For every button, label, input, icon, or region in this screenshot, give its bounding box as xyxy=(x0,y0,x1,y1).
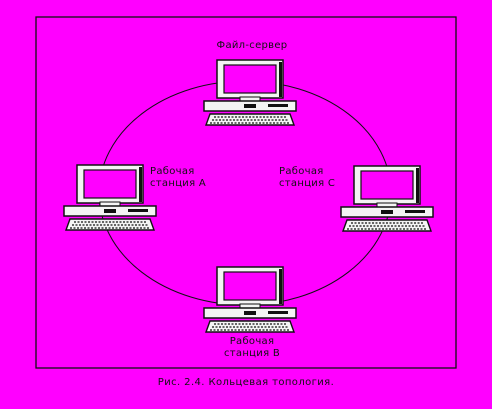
station-c-label-line2: станция С xyxy=(279,178,336,189)
server-label: Файл-сервер xyxy=(200,40,304,52)
station-b-label-line1: Рабочая xyxy=(229,336,275,347)
station-a-label-line1: Рабочая xyxy=(150,166,195,177)
computer-icon-server xyxy=(203,59,297,126)
computer-icon-station-a xyxy=(63,164,157,231)
station-a-label-line2: станция А xyxy=(150,178,207,189)
figure-frame xyxy=(35,16,457,369)
computer-icon-station-c xyxy=(340,165,434,232)
figure-caption: Рис. 2.4. Кольцевая топология. xyxy=(157,377,335,388)
station-b-label-line2: станция В xyxy=(223,348,281,359)
computer-icon-station-b xyxy=(203,266,297,333)
station-b-label: Рабочая станция В xyxy=(206,336,298,360)
server-label-text: Файл-сервер xyxy=(216,40,288,51)
station-c-label-line1: Рабочая xyxy=(279,166,324,177)
station-a-label: Рабочая станция А xyxy=(150,166,206,190)
station-c-label: Рабочая станция С xyxy=(279,166,335,190)
